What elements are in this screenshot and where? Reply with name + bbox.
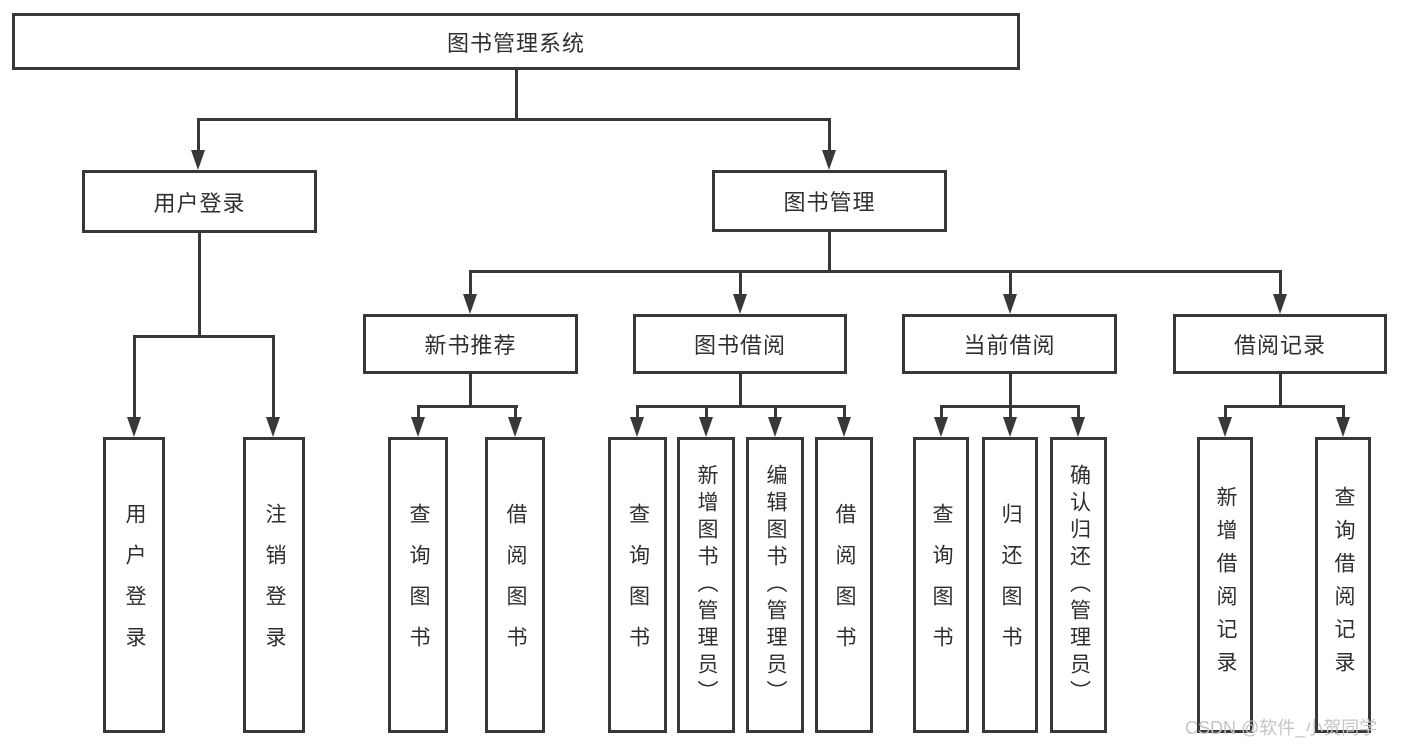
arrow-down-icon xyxy=(934,417,948,437)
node-return-books: 归还图书 xyxy=(982,437,1038,733)
arrow-down-icon xyxy=(822,150,836,170)
connector-line xyxy=(843,405,846,419)
node-label: 当前借阅 xyxy=(963,333,1056,358)
node-borrowing-records: 借阅记录 xyxy=(1173,314,1387,374)
connector-line xyxy=(1009,374,1012,407)
connector-line xyxy=(1279,270,1282,296)
node-label: 新增借阅记录 xyxy=(1214,486,1237,684)
arrow-down-icon xyxy=(127,417,141,437)
node-add-books-admin: 新增图书（管理员） xyxy=(677,437,735,733)
node-borrow-books-recommend: 借阅图书 xyxy=(485,437,545,733)
connector-line xyxy=(198,233,201,335)
arrow-down-icon xyxy=(1336,417,1350,437)
node-label: 用户登录 xyxy=(123,503,146,667)
connector-line xyxy=(774,405,777,419)
connector-line xyxy=(515,70,518,118)
connector-line xyxy=(739,270,742,296)
node-label: 借阅图书 xyxy=(833,503,856,667)
connector-line xyxy=(514,405,517,419)
connector-line xyxy=(705,405,708,419)
arrow-down-icon xyxy=(1071,417,1085,437)
node-user-login-action: 用户登录 xyxy=(103,437,165,733)
node-current-borrowing: 当前借阅 xyxy=(902,314,1117,374)
connector-line xyxy=(1077,405,1080,419)
connector-line xyxy=(1009,270,1012,296)
node-label: 查询图书 xyxy=(930,503,953,667)
arrow-down-icon xyxy=(1003,417,1017,437)
csdn-watermark: CSDN @软件_小贺同学 xyxy=(1185,718,1378,738)
node-query-books-borrowing: 查询图书 xyxy=(608,437,667,733)
connector-line xyxy=(1342,405,1345,419)
connector-line xyxy=(272,335,275,419)
node-user-login: 用户登录 xyxy=(82,170,317,233)
connector-line xyxy=(469,270,472,296)
arrow-down-icon xyxy=(733,294,747,314)
connector-line xyxy=(828,118,831,152)
node-label: 借阅图书 xyxy=(504,503,527,667)
connector-line xyxy=(1224,405,1227,419)
node-label: 新书推荐 xyxy=(424,333,517,358)
connector-line xyxy=(1224,405,1345,408)
node-query-books-current: 查询图书 xyxy=(913,437,969,733)
connector-line xyxy=(417,405,420,419)
arrow-down-icon xyxy=(768,417,782,437)
connector-line xyxy=(940,405,943,419)
node-label: 注销登录 xyxy=(263,503,286,667)
arrow-down-icon xyxy=(411,417,425,437)
node-book-management: 图书管理 xyxy=(712,170,947,232)
arrow-down-icon xyxy=(1003,294,1017,314)
connector-line xyxy=(469,374,472,407)
node-label: 查询借阅记录 xyxy=(1332,486,1355,684)
node-label: 新增图书（管理员） xyxy=(695,463,718,707)
connector-line xyxy=(739,374,742,407)
arrow-down-icon xyxy=(266,417,280,437)
node-new-book-recommend: 新书推荐 xyxy=(363,314,578,374)
node-borrow-books-borrowing: 借阅图书 xyxy=(815,437,873,733)
arrow-down-icon xyxy=(1218,417,1232,437)
node-label: 图书借阅 xyxy=(693,333,786,358)
node-add-borrow-record: 新增借阅记录 xyxy=(1197,437,1253,733)
node-confirm-return-admin: 确认归还（管理员） xyxy=(1050,437,1107,733)
node-query-borrow-record: 查询借阅记录 xyxy=(1315,437,1371,733)
arrow-down-icon xyxy=(699,417,713,437)
connector-line xyxy=(197,118,200,152)
node-label: 归还图书 xyxy=(999,503,1022,667)
node-logout-action: 注销登录 xyxy=(243,437,305,733)
node-library-system: 图书管理系统 xyxy=(12,13,1020,70)
node-label: 用户登录 xyxy=(153,190,246,216)
node-label: 图书管理系统 xyxy=(446,30,585,56)
node-label: 编辑图书（管理员） xyxy=(764,463,787,707)
node-query-books-recommend: 查询图书 xyxy=(388,437,448,733)
node-book-borrowing: 图书借阅 xyxy=(633,314,847,374)
connector-line xyxy=(197,118,831,121)
node-label: 查询图书 xyxy=(626,503,650,667)
arrow-down-icon xyxy=(191,150,205,170)
arrow-down-icon xyxy=(837,417,851,437)
connector-line xyxy=(1279,374,1282,407)
arrow-down-icon xyxy=(630,417,644,437)
node-label: 确认归还（管理员） xyxy=(1067,463,1091,707)
node-label: 查询图书 xyxy=(407,503,430,667)
connector-line xyxy=(636,405,846,408)
connector-line xyxy=(417,405,518,408)
arrow-down-icon xyxy=(1273,294,1287,314)
connector-line xyxy=(133,335,275,338)
node-label: 图书管理 xyxy=(783,190,876,215)
arrow-down-icon xyxy=(508,417,522,437)
connector-line xyxy=(469,270,1282,273)
connector-line xyxy=(1009,405,1012,419)
connector-line xyxy=(636,405,639,419)
arrow-down-icon xyxy=(463,294,477,314)
node-edit-books-admin: 编辑图书（管理员） xyxy=(746,437,804,733)
node-label: 借阅记录 xyxy=(1233,333,1326,358)
connector-line xyxy=(133,335,136,419)
connector-line xyxy=(828,232,831,270)
